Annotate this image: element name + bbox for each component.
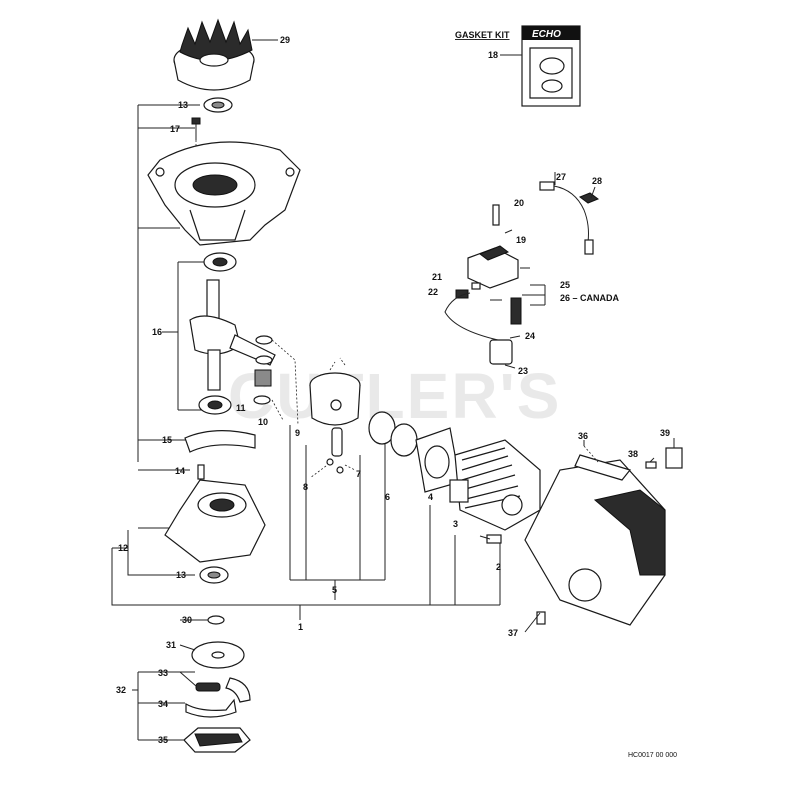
coil-bolt-20: [492, 204, 500, 226]
spark-plug-cap: [444, 292, 513, 365]
callout-12: 12: [118, 543, 128, 553]
callout-13a: 13: [178, 100, 188, 110]
clutch-plate: [191, 641, 245, 669]
callout-26-canada: 26 – CANADA: [560, 293, 620, 303]
leader-lines: [179, 172, 675, 687]
left-bracket-lines: [111, 104, 501, 620]
callout-35: 35: [158, 735, 168, 745]
snap-ring: [184, 430, 256, 453]
callout-17: 17: [170, 124, 180, 134]
ground-wire: [539, 181, 594, 255]
piston: [309, 357, 361, 426]
callout-32: 32: [116, 685, 126, 695]
spark-plug: [510, 297, 522, 325]
callouts: 29 18 13 17 27 28 20 19 21 22 25 26 – CA…: [116, 35, 677, 759]
cylinder-gasket: [415, 427, 461, 493]
crankcase-upper: [147, 141, 301, 246]
callout-7: 7: [356, 469, 361, 479]
screw-21-22: [455, 282, 481, 299]
callout-30: 30: [182, 615, 192, 625]
callout-14: 14: [175, 466, 185, 476]
callout-18: 18: [488, 50, 498, 60]
label-39: [665, 447, 683, 469]
callout-13b: 13: [176, 570, 186, 580]
bracket-32: [132, 671, 195, 741]
callout-15: 15: [162, 435, 172, 445]
oil-seal-top: [203, 97, 233, 113]
callout-34: 34: [158, 699, 168, 709]
callout-4: 4: [428, 492, 433, 502]
callout-24: 24: [525, 331, 535, 341]
brand-label: ECHO: [532, 29, 561, 40]
callout-5: 5: [332, 585, 337, 595]
oil-seal-bottom: [199, 566, 229, 584]
ignition-coil: [467, 245, 519, 289]
screw-38: [645, 461, 657, 469]
clutch-shoes: [185, 677, 251, 718]
bearing-bottom: [198, 395, 232, 415]
callout-1: 1: [298, 622, 303, 632]
callout-16: 16: [152, 327, 162, 337]
washer-30: [207, 615, 225, 625]
gasket-kit: ECHO GASKET KIT: [455, 25, 581, 107]
flywheel-part: [173, 18, 278, 91]
piston-pin: [309, 427, 356, 479]
callout-25: 25: [560, 280, 570, 290]
bearing-top: [203, 252, 237, 272]
thrust-washers: [253, 335, 299, 426]
clutch-spring: [195, 682, 221, 692]
dowel-pin: [197, 464, 205, 480]
needle-bearing: [254, 369, 272, 387]
callout-11: 11: [236, 403, 246, 413]
callout-2: 2: [496, 562, 501, 572]
callout-22: 22: [428, 287, 438, 297]
callout-38: 38: [628, 449, 638, 459]
callout-3: 3: [453, 519, 458, 529]
callout-33: 33: [158, 668, 168, 678]
cover-screw-37: [536, 611, 546, 625]
callout-21: 21: [432, 272, 442, 282]
callout-29: 29: [280, 35, 290, 45]
callout-23: 23: [518, 366, 528, 376]
piston-rings: [368, 411, 418, 457]
nut-28: [578, 192, 600, 204]
callout-28: 28: [592, 176, 602, 186]
callout-31: 31: [166, 640, 176, 650]
callout-39: 39: [660, 428, 670, 438]
crankcase-lower: [164, 479, 266, 563]
callout-10: 10: [258, 417, 268, 427]
cylinder-cover: [524, 445, 666, 626]
callout-9: 9: [295, 428, 300, 438]
callout-8: 8: [303, 482, 308, 492]
watermark: CUTLER'S: [228, 360, 561, 432]
clutch-cover: [183, 727, 251, 753]
callout-27: 27: [556, 172, 566, 182]
callout-19: 19: [516, 235, 526, 245]
callout-36: 36: [578, 431, 588, 441]
callout-20: 20: [514, 198, 524, 208]
drawing-code: HC0017 00 000: [628, 752, 677, 759]
callout-37: 37: [508, 628, 518, 638]
callout-6: 6: [385, 492, 390, 502]
gasket-kit-title: GASKET KIT: [455, 30, 510, 40]
cylinder: [449, 439, 541, 531]
cylinder-bolt: [479, 534, 502, 544]
